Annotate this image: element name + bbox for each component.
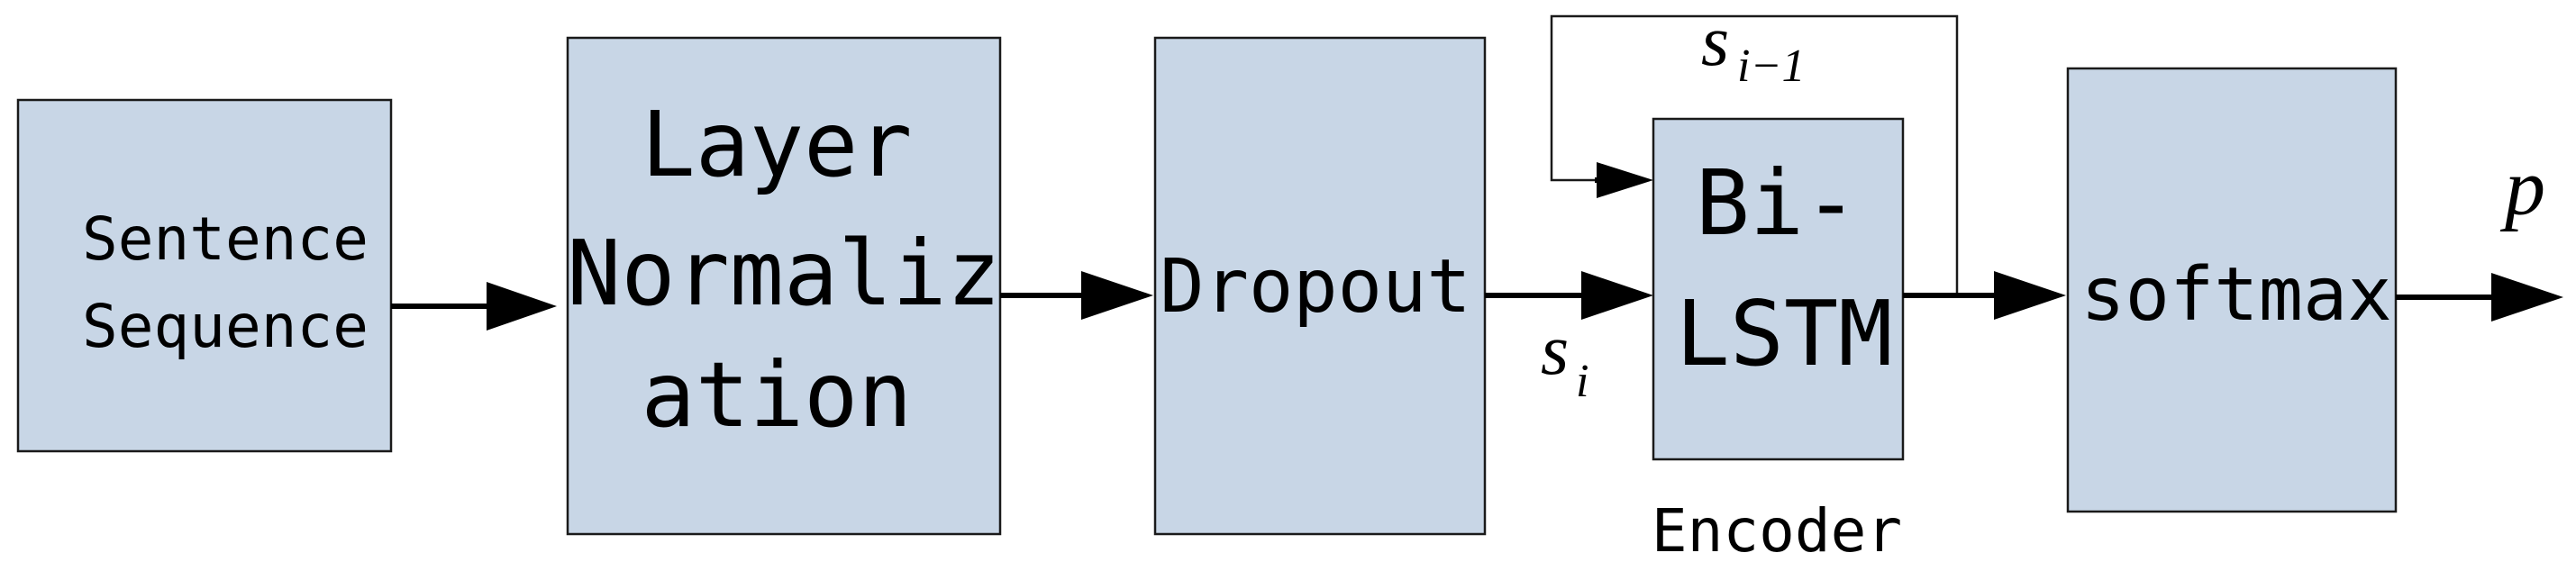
arrow-dropout-to-bilstm <box>1485 271 1653 320</box>
layer-normalization-line-2: Normaliz <box>567 221 1001 326</box>
dropout-block: Dropout <box>1153 36 1487 536</box>
bilstm-box <box>1652 117 1905 461</box>
input-state-label: s i <box>1541 311 1588 407</box>
previous-state-label: s i−1 <box>1701 2 1806 92</box>
input-state-subscript: i <box>1576 356 1588 407</box>
dropout-label: Dropout <box>1160 244 1471 330</box>
bilstm-block: Bi- LSTM <box>1652 117 1905 461</box>
softmax-label: softmax <box>2080 252 2392 338</box>
dropout-box <box>1153 36 1487 536</box>
sentence-sequence-line-1: Sentence <box>82 204 369 274</box>
encoder-label: Encoder <box>1652 496 1902 566</box>
layer-normalization-line-3: ation <box>641 342 912 448</box>
softmax-box <box>2066 67 2398 513</box>
softmax-block: softmax <box>2066 67 2398 513</box>
sentence-sequence-box <box>16 98 393 453</box>
arrow-softmax-to-output <box>2396 273 2563 322</box>
arrow-layernorm-to-dropout <box>1000 271 1153 320</box>
bilstm-line-1: Bi- <box>1696 150 1859 256</box>
previous-state-subscript: i−1 <box>1737 41 1806 92</box>
sentence-sequence-block: Sentence Sequence <box>16 98 393 453</box>
layer-normalization-line-1: Layer <box>641 92 912 197</box>
sentence-sequence-line-2: Sequence <box>82 292 369 361</box>
output-label: p <box>2499 143 2545 232</box>
layer-normalization-block: Layer Normaliz ation <box>566 36 1002 536</box>
layer-normalization-box <box>566 36 1002 536</box>
input-state-base: s <box>1541 311 1569 390</box>
bilstm-line-2: LSTM <box>1676 281 1893 386</box>
recurrent-feedback-loop <box>1550 14 1959 295</box>
arrow-bilstm-to-softmax <box>1903 271 2066 320</box>
arrow-sentence-to-layernorm <box>391 282 557 331</box>
previous-state-base: s <box>1701 2 1729 81</box>
